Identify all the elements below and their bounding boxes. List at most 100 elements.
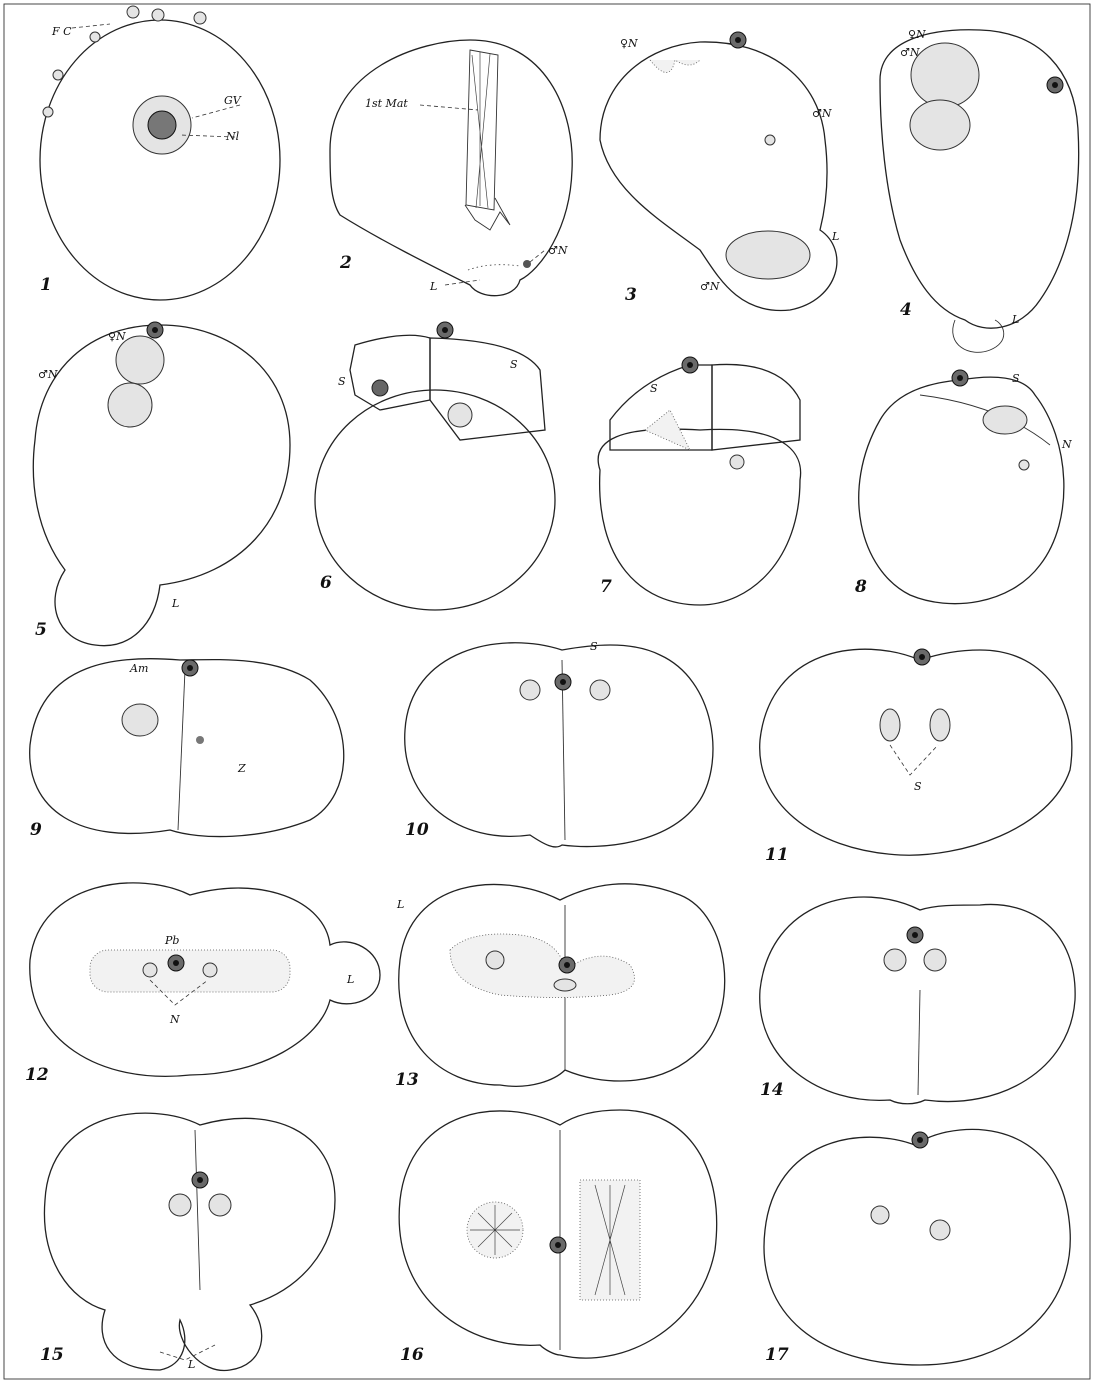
figure-7: S 7 bbox=[598, 357, 800, 605]
polar-body bbox=[952, 370, 968, 386]
polar-body bbox=[907, 927, 923, 943]
polar-body bbox=[192, 1172, 208, 1188]
polar-body bbox=[1047, 77, 1063, 93]
figure-4: ♀N ♂N L 4 bbox=[880, 28, 1079, 352]
sphere bbox=[590, 680, 610, 700]
figure-17: 17 bbox=[764, 1129, 1070, 1365]
polar-body bbox=[550, 1237, 566, 1253]
figure-8: S N 8 bbox=[854, 370, 1072, 604]
nucleus bbox=[880, 709, 900, 741]
figure-12: Pb N L 12 bbox=[25, 883, 380, 1085]
figure-3: ♀N ♂N L ♂N 3 bbox=[600, 32, 839, 310]
label-s: S bbox=[1012, 372, 1020, 385]
label-l: L bbox=[831, 230, 839, 243]
label-male-n: ♂N bbox=[548, 244, 568, 257]
blastomere bbox=[430, 338, 545, 440]
male-pronucleus bbox=[523, 260, 531, 268]
label-l: L bbox=[187, 1358, 195, 1371]
figure-number: 12 bbox=[25, 1065, 49, 1085]
macromere bbox=[315, 390, 555, 610]
figure-number: 1 bbox=[40, 275, 52, 295]
nucleus bbox=[924, 949, 946, 971]
macromere bbox=[598, 429, 800, 605]
label-gv: GV bbox=[224, 94, 242, 107]
label-male-n-upper: ♂N bbox=[812, 107, 832, 120]
nucleus bbox=[730, 455, 744, 469]
figure-number: 17 bbox=[765, 1345, 789, 1365]
nucleus bbox=[1019, 460, 1029, 470]
label-n: N bbox=[169, 1013, 180, 1026]
figure-13: L 13 bbox=[395, 884, 725, 1090]
figure-number: 11 bbox=[765, 845, 789, 865]
male-pronucleus bbox=[910, 100, 970, 150]
nucleus bbox=[209, 1194, 231, 1216]
figure-5: ♀N ♂N L 5 bbox=[33, 322, 290, 646]
maturation-spindle bbox=[466, 50, 498, 210]
label-l: L bbox=[396, 898, 404, 911]
figure-9: Am Z 9 bbox=[30, 659, 344, 840]
figure-6: S S 6 bbox=[315, 322, 555, 610]
label-am: Am bbox=[129, 662, 148, 675]
figure-1: F C GV Nl 1 bbox=[40, 6, 280, 300]
label-male-n-lower: ♂N bbox=[700, 280, 720, 293]
figure-2: 1st Mat ♂N L 2 bbox=[330, 40, 572, 296]
label-s: S bbox=[590, 640, 598, 653]
female-pronucleus bbox=[911, 43, 979, 107]
plate-border bbox=[4, 4, 1090, 1379]
label-l: L bbox=[171, 597, 179, 610]
nucleolus bbox=[148, 111, 176, 139]
male-pronucleus bbox=[765, 135, 775, 145]
egg-outline bbox=[760, 649, 1072, 855]
label-s: S bbox=[650, 382, 658, 395]
figure-number: 3 bbox=[625, 285, 637, 305]
nucleus bbox=[169, 1194, 191, 1216]
figure-14: 14 bbox=[760, 897, 1075, 1104]
egg-outline bbox=[764, 1129, 1070, 1365]
figure-number: 15 bbox=[40, 1345, 64, 1365]
polar-body bbox=[682, 357, 698, 373]
egg-outline bbox=[33, 325, 290, 646]
egg-outline bbox=[40, 20, 280, 300]
polar-body bbox=[555, 674, 571, 690]
amphiaster bbox=[122, 704, 158, 736]
label-male-n: ♂N bbox=[38, 368, 58, 381]
figure-number: 4 bbox=[900, 300, 912, 320]
label-s-left: S bbox=[338, 375, 346, 388]
figure-16: 16 bbox=[399, 1110, 717, 1365]
nucleus bbox=[983, 406, 1027, 434]
label-s-right: S bbox=[510, 358, 518, 371]
female-pronucleus bbox=[116, 336, 164, 384]
egg-outline bbox=[44, 1113, 335, 1370]
label-nl: Nl bbox=[225, 130, 240, 143]
nucleus bbox=[143, 963, 157, 977]
label-female-n: ♀N bbox=[908, 28, 926, 41]
label-female-n: ♀N bbox=[620, 37, 638, 50]
figure-15: L 15 bbox=[40, 1113, 335, 1371]
figure-11: S 11 bbox=[760, 649, 1072, 865]
nucleus bbox=[203, 963, 217, 977]
label-z: Z bbox=[237, 762, 246, 775]
label-female-n: ♀N bbox=[108, 330, 126, 343]
sphere bbox=[520, 680, 540, 700]
egg-outline bbox=[405, 643, 713, 847]
polar-body bbox=[914, 649, 930, 665]
sphere bbox=[372, 380, 388, 396]
male-pronucleus bbox=[108, 383, 152, 427]
nucleus bbox=[930, 709, 950, 741]
polar-body bbox=[730, 32, 746, 48]
nucleus bbox=[554, 979, 576, 991]
polar-body bbox=[168, 955, 184, 971]
polar-body bbox=[147, 322, 163, 338]
nucleus bbox=[448, 403, 472, 427]
nucleus bbox=[884, 949, 906, 971]
polar-lobe bbox=[953, 320, 1004, 352]
polar-body bbox=[912, 1132, 928, 1148]
label-male-n: ♂N bbox=[900, 46, 920, 59]
label-fc: F C bbox=[51, 25, 72, 38]
nucleus bbox=[930, 1220, 950, 1240]
spindle-right bbox=[580, 1180, 640, 1300]
label-l: L bbox=[1011, 313, 1019, 326]
egg-outline bbox=[399, 1110, 717, 1358]
figure-number: 16 bbox=[400, 1345, 424, 1365]
